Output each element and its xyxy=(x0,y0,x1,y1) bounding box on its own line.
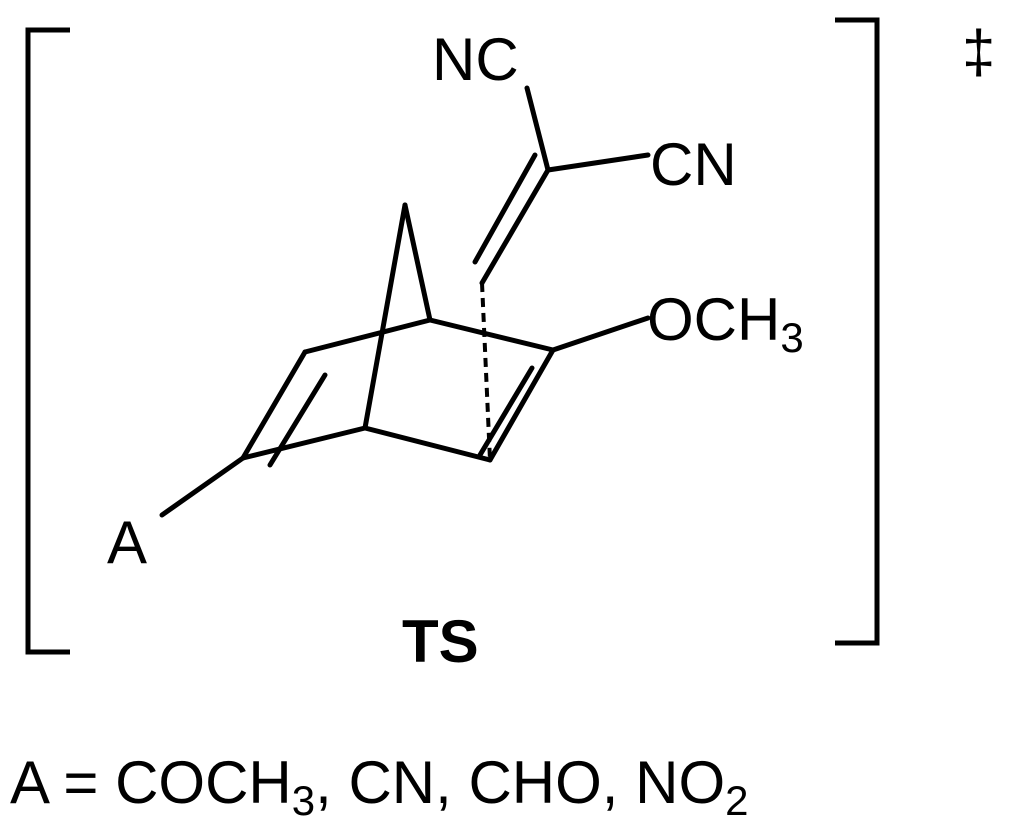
substituent-bond xyxy=(159,455,246,518)
methoxy-bond xyxy=(550,315,651,353)
substituent-a-label: A xyxy=(107,509,147,576)
ts-label: TS xyxy=(402,608,479,675)
cn-label: CN xyxy=(650,131,737,198)
dicyanovinyl-fragment xyxy=(472,85,651,286)
nc-label: NC xyxy=(432,26,519,93)
right-bracket xyxy=(835,17,880,646)
forming-bond xyxy=(480,282,492,461)
methoxy-label: OCH3 xyxy=(647,286,804,361)
left-bracket xyxy=(25,27,70,655)
double-dagger-symbol: ‡ xyxy=(962,18,995,85)
substituent-definition: A = COCH3, CN, CHO, NO2 xyxy=(10,749,748,824)
